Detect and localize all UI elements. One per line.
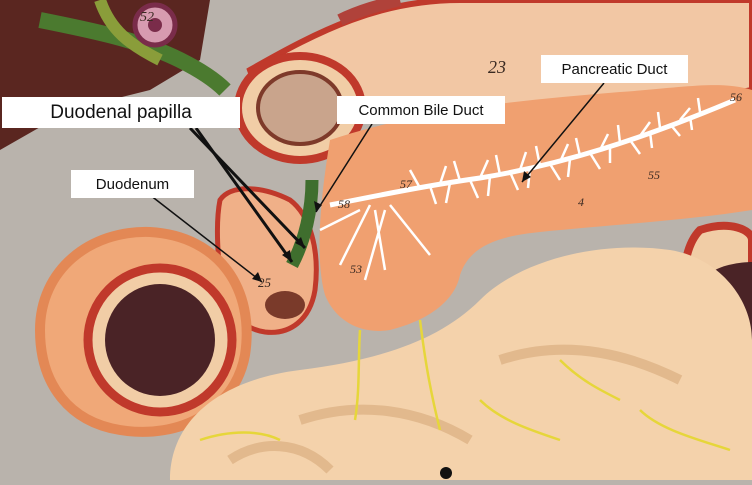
mesenteric-vessels: [199, 319, 731, 452]
colon-lumen-left: [105, 284, 215, 396]
model-number-56: 56: [730, 90, 742, 104]
common-bile-duct-tube: [286, 179, 319, 268]
papilla-arrow-2: [188, 126, 307, 250]
label-common-bile-duct: Common Bile Duct: [337, 96, 505, 124]
duodenum-lumen: [265, 291, 305, 319]
stomach-fold: [337, 0, 402, 26]
label-duodenal-papilla: Duodenal papilla: [2, 97, 240, 128]
pancreatic-duct-arrow: [521, 82, 605, 183]
arrowheads: [252, 171, 531, 282]
papilla-arrowhead-1: [282, 250, 292, 262]
model-number-53: 53: [350, 262, 362, 276]
model-number-57: 57: [400, 177, 412, 191]
model-number-23: 23: [488, 57, 506, 77]
common-bile-duct-arrow: [315, 123, 373, 213]
label-duodenum: Duodenum: [71, 170, 194, 198]
small-intestine: [170, 247, 752, 480]
duodenum-arrow: [149, 194, 263, 283]
cbd-arrowhead: [314, 201, 322, 212]
duct-branches: [319, 97, 702, 281]
model-number-4: 4: [578, 195, 584, 209]
model-number-25: 25: [258, 275, 271, 290]
pancreatic-arrowhead: [522, 171, 531, 182]
pancreas: [319, 85, 752, 331]
annotation-arrows: [149, 82, 605, 283]
pancreatic-duct-line: [329, 97, 736, 208]
label-pancreatic-duct: Pancreatic Duct: [541, 55, 688, 83]
model-number-55: 55: [648, 168, 660, 182]
model-number-52: 52: [140, 10, 154, 25]
duodenum-arrowhead: [252, 272, 262, 282]
hepatic-vessel: [94, 0, 163, 66]
portal-vessel: [38, 12, 231, 96]
intestine-folds: [227, 344, 683, 474]
model-number-58: 58: [338, 197, 350, 211]
vessel-lumen: [148, 18, 162, 32]
papilla-arrowhead-2: [295, 237, 305, 248]
model-pin: [440, 467, 452, 479]
papilla-arrows: [188, 126, 307, 263]
pylorus-lumen: [256, 70, 344, 146]
